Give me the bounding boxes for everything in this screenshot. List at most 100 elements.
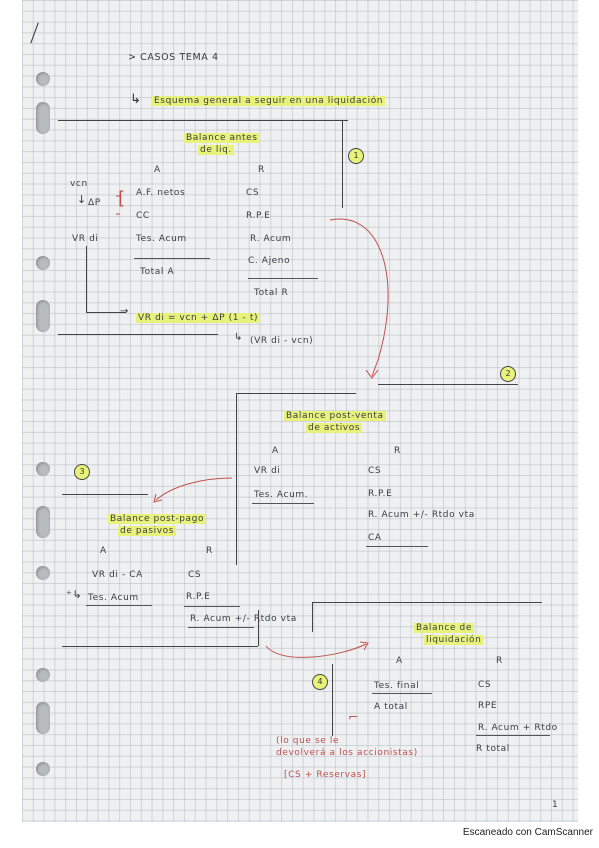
- s3-liab-row: R. Acum +/- Rtdo vta: [190, 614, 297, 624]
- s3-asset-row: Tes. Acum: [88, 593, 139, 603]
- section3-top-line: [62, 494, 148, 495]
- footer-watermark: Escaneado con CamScanner: [462, 827, 593, 838]
- section1-right-line: [342, 120, 343, 208]
- sub-formula: (VR di - vcn): [250, 336, 314, 346]
- note-line: [CS + Reservas]: [284, 770, 367, 780]
- page-title: > CASOS TEMA 4: [128, 52, 219, 63]
- arrow-icon: ↳: [234, 332, 243, 343]
- s1-asset-row: CC: [136, 211, 150, 221]
- section4-title: Balance de: [414, 623, 475, 633]
- s2-asset-row: VR di: [254, 466, 281, 476]
- s2-liab-row: CS: [368, 466, 382, 476]
- arrow-2-to-3: [155, 477, 233, 501]
- section4-left-line: [332, 664, 333, 736]
- step-number-4: 4: [312, 674, 328, 690]
- section3-right-line: [258, 610, 259, 646]
- arrow-3-to-4: [265, 643, 367, 658]
- arrow-1-to-2-head: [365, 369, 379, 379]
- section1-title-2: de liq.: [198, 145, 234, 155]
- s3-asset-row: VR di - CA: [92, 570, 143, 580]
- flow-line: [86, 312, 126, 313]
- s2-liab-row: CA: [368, 533, 382, 543]
- underline: [366, 546, 428, 547]
- section1-top-line: [58, 120, 348, 121]
- vcn-label: vcn: [70, 179, 88, 189]
- arrow-3-to-4-head: [359, 641, 369, 651]
- s4-asset-row: A total: [374, 702, 408, 712]
- s1-liab-row: R.P.E: [246, 211, 271, 221]
- connector-arrows: [116, 195, 389, 658]
- punch-hole: [36, 506, 50, 538]
- s2-liab-row: R.P.E: [368, 489, 393, 499]
- arrow-icon: ↳: [130, 92, 142, 107]
- punch-hole: [36, 566, 50, 580]
- section2-top-right-line: [378, 384, 518, 385]
- section1-bottom-line: [58, 334, 218, 335]
- punch-hole: [36, 668, 50, 682]
- s1-liab-row: C. Ajeno: [248, 256, 291, 266]
- s3-liab-row: R.P.E: [186, 592, 211, 602]
- formula: VR di = vcn + ΔP (1 - t): [136, 313, 261, 323]
- underline: [372, 693, 432, 694]
- arrow-icon: ⁺↳: [66, 588, 83, 601]
- underline: [476, 735, 550, 736]
- s1-liab-total: Total R: [254, 288, 289, 298]
- s1-asset-row: A.F. netos: [136, 188, 186, 198]
- note-line: (lo que se le: [276, 736, 340, 746]
- vr-di-label: VR di: [72, 234, 99, 244]
- total-line: [134, 258, 210, 259]
- s1-asset-row: Tes. Acum: [136, 234, 187, 244]
- section4-top-line: [312, 602, 542, 603]
- section2-col-r: R: [394, 446, 401, 456]
- s1-liab-row: CS: [246, 188, 260, 198]
- section3-bottom-line: [62, 646, 258, 647]
- section2-col-a: A: [272, 446, 279, 456]
- s4-asset-row: Tes. final: [374, 681, 420, 691]
- punch-hole: [36, 256, 50, 270]
- punch-hole: [36, 702, 50, 734]
- s4-liab-row: CS: [478, 680, 492, 690]
- heading: Esquema general a seguir en una liquidac…: [152, 96, 386, 106]
- section3-col-r: R: [206, 546, 213, 556]
- section2-left-line: [236, 393, 237, 565]
- section4-divider: [312, 602, 313, 632]
- total-line: [248, 278, 318, 279]
- notebook-page: > CASOS TEMA 4 ↳ Esquema general a segui…: [22, 0, 578, 822]
- section2-title: Balance post-venta: [284, 411, 386, 421]
- arrow-2-to-3-head: [153, 493, 163, 503]
- section3-title: Balance post-pago: [108, 514, 207, 524]
- underline: [188, 627, 254, 628]
- section2-title-2: de activos: [306, 423, 363, 433]
- punch-hole: [36, 462, 50, 476]
- section4-col-r: R: [496, 656, 503, 666]
- delta-p-label: ΔP: [88, 198, 101, 208]
- section1-col-r: R: [258, 165, 265, 175]
- section3-col-a: A: [100, 546, 107, 556]
- step-number-3: 3: [74, 464, 90, 480]
- arrow-right-icon: →: [120, 306, 129, 317]
- s2-liab-row: R. Acum +/- Rtdo vta: [368, 510, 475, 520]
- underline: [184, 606, 240, 607]
- s1-liab-row: R. Acum: [250, 234, 292, 244]
- section2-top-line: [236, 393, 356, 394]
- section1-col-a: A: [154, 165, 161, 175]
- s4-liab-row: RPE: [478, 701, 498, 711]
- s4-liab-total: R total: [476, 744, 510, 754]
- punch-hole: [36, 762, 50, 776]
- bracket-arrow-icon: ⌐: [348, 710, 359, 724]
- punch-hole: [36, 72, 50, 86]
- s1-asset-total: Total A: [140, 267, 175, 277]
- underline: [252, 503, 314, 504]
- section1-title: Balance antes: [184, 133, 260, 143]
- s2-asset-row: Tes. Acum.: [254, 490, 309, 500]
- page-number: 1: [552, 800, 559, 810]
- flow-line: [86, 246, 87, 312]
- small-tick-mark: [116, 195, 120, 215]
- underline: [86, 605, 152, 606]
- note-line: devolverá a los accionistas): [276, 748, 418, 758]
- s3-liab-row: CS: [188, 570, 202, 580]
- arrow-down-icon: ↓: [77, 193, 87, 206]
- section3-title-2: de pasivos: [118, 526, 177, 536]
- punch-hole: [36, 102, 50, 134]
- section4-col-a: A: [396, 656, 403, 666]
